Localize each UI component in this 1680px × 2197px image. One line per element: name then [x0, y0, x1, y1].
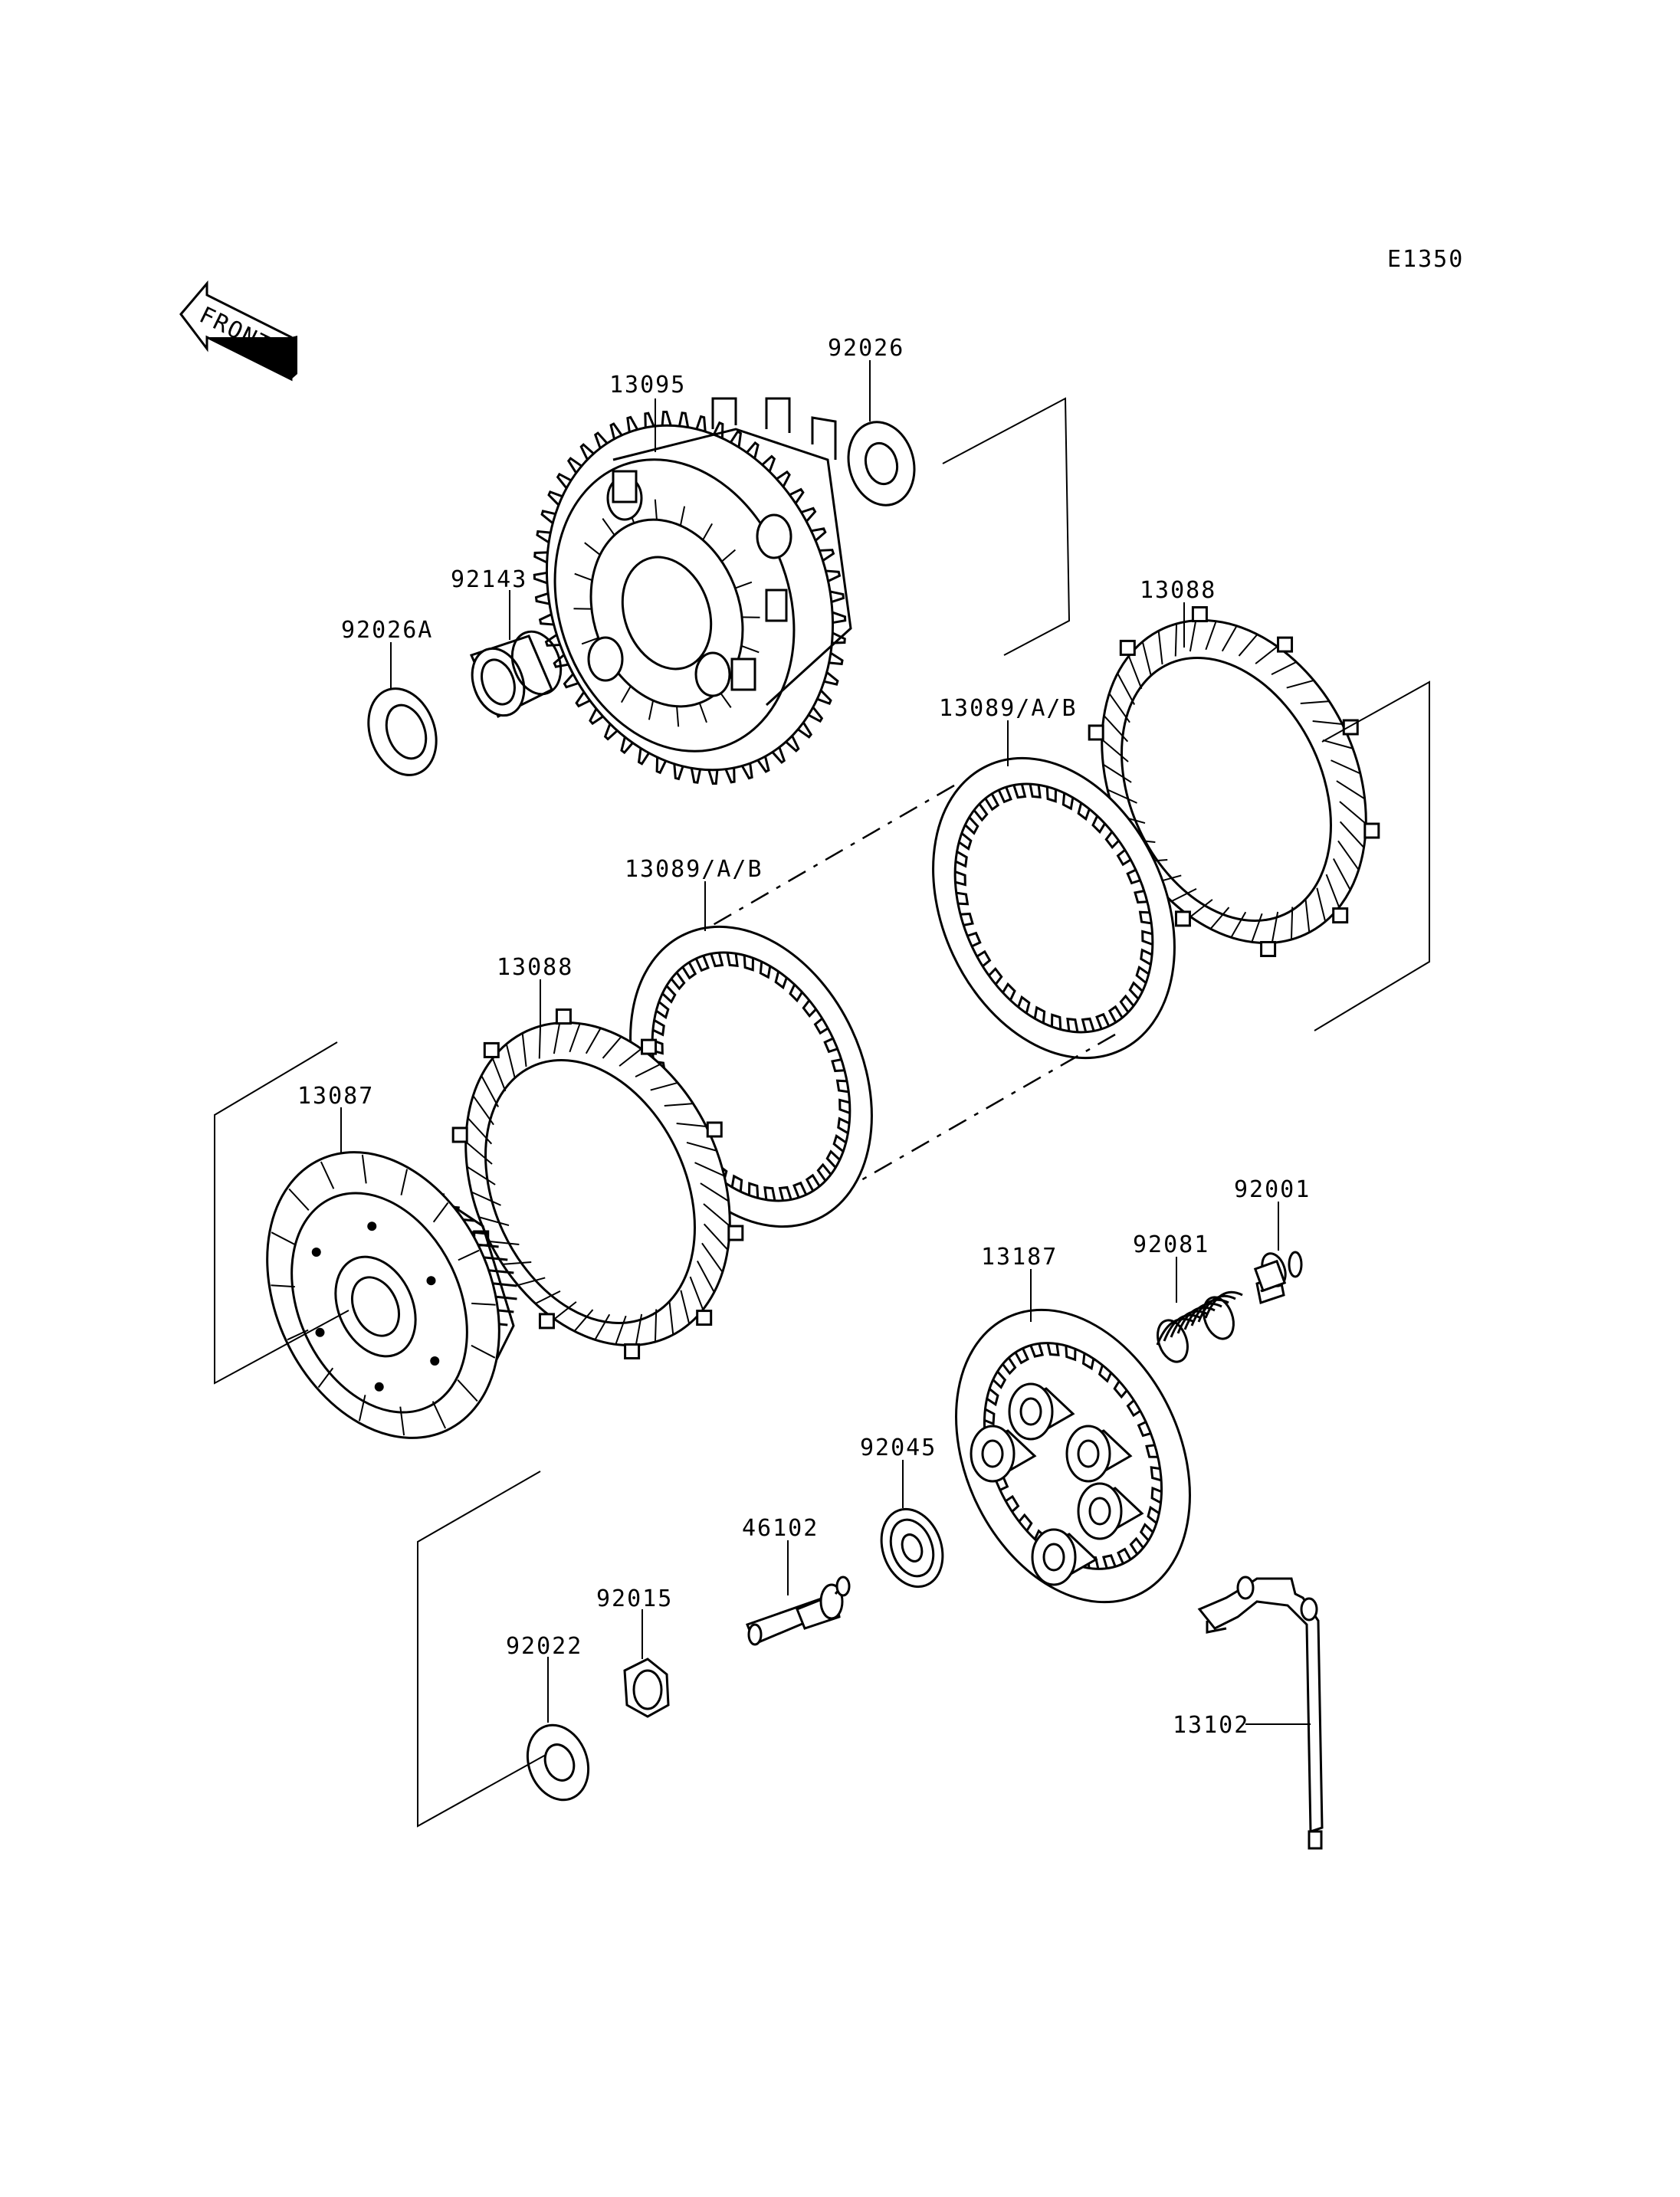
part-label-92015: 92015 — [596, 1585, 673, 1612]
washer-92022 — [526, 1723, 590, 1802]
clutch-housing-13095 — [533, 397, 852, 785]
part-label-92022: 92022 — [506, 1633, 582, 1660]
release-shaft-13102 — [1197, 1576, 1324, 1850]
diagram-code: E1350 — [1387, 246, 1464, 273]
part-label-13088-mid: 13088 — [497, 954, 573, 981]
friction-plate-13088-top — [1088, 606, 1380, 957]
front-arrow-icon: FRONT — [179, 280, 297, 382]
part-label-92143: 92143 — [451, 566, 527, 593]
bolt-92001 — [1253, 1251, 1303, 1304]
part-label-13187: 13187 — [981, 1244, 1058, 1271]
bearing-92045 — [880, 1507, 944, 1589]
steel-plate-13089-top — [932, 756, 1176, 1060]
part-label-13087: 13087 — [297, 1083, 374, 1110]
part-label-92001: 92001 — [1234, 1176, 1311, 1203]
part-label-13095: 13095 — [609, 372, 686, 398]
part-label-92081: 92081 — [1133, 1231, 1209, 1258]
washer-92026 — [847, 421, 916, 507]
pushrod-46102 — [746, 1576, 851, 1646]
part-label-92026A: 92026A — [341, 617, 433, 644]
spring-92081 — [1156, 1290, 1243, 1363]
part-label-13089-mid: 13089/A/B — [625, 856, 763, 883]
friction-plate-13088-mid — [451, 1008, 744, 1359]
part-label-13089-top: 13089/A/B — [939, 695, 1078, 722]
sleeve-92143 — [469, 630, 563, 719]
clutch-hub-13087 — [266, 1151, 517, 1439]
part-label-13088-top: 13088 — [1140, 577, 1216, 604]
part-label-92045: 92045 — [860, 1435, 937, 1461]
collar-92026A — [367, 687, 438, 776]
part-label-46102: 46102 — [742, 1515, 819, 1542]
nut-92015 — [623, 1658, 670, 1718]
pressure-plate-13187 — [955, 1308, 1191, 1604]
part-label-92026: 92026 — [828, 335, 904, 362]
part-label-13102: 13102 — [1173, 1712, 1249, 1739]
